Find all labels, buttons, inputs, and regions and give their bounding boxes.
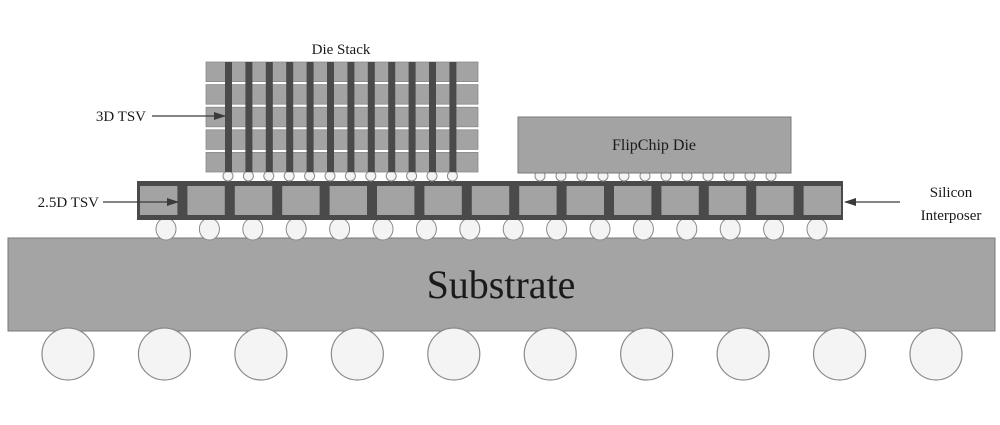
tsv-3d-column xyxy=(429,62,436,172)
interposer-silicon-block xyxy=(471,186,510,215)
tsv-3d-column xyxy=(449,62,457,172)
bga-ball xyxy=(523,327,577,381)
interposer-silicon-block xyxy=(519,186,557,215)
die-stack xyxy=(205,61,479,173)
die-stack-microbump xyxy=(426,170,438,182)
bga-ball xyxy=(427,327,481,381)
interposer-bump xyxy=(198,217,220,241)
bga-ball xyxy=(137,327,192,381)
interposer-silicon-block xyxy=(756,186,794,215)
flipchip-die-body xyxy=(517,116,792,174)
callout-25d-tsv: 2.5D TSV xyxy=(38,195,179,211)
interposer-bump xyxy=(502,217,524,241)
bga-ball-row xyxy=(41,327,963,381)
tsv-3d-column xyxy=(388,62,396,172)
interposer-silicon-block xyxy=(187,186,225,215)
interposer-bump-row xyxy=(155,217,828,241)
interposer-bump xyxy=(719,217,741,241)
interposer-bump xyxy=(242,217,264,241)
callout-3d-tsv: 3D TSV xyxy=(96,109,226,125)
interposer-silicon-block xyxy=(140,186,178,215)
bga-ball xyxy=(41,327,95,381)
die-stack-microbump xyxy=(283,170,295,182)
interposer-silicon-block xyxy=(424,186,462,215)
die-stack-microbump xyxy=(365,170,377,182)
callout-silicon-interposer: Silicon Interposer xyxy=(844,185,982,224)
flipchip-die: FlipChip Die xyxy=(517,116,792,174)
bga-ball xyxy=(716,327,770,381)
die-stack-microbump xyxy=(385,170,397,182)
interposer-bump xyxy=(155,217,177,241)
tsv-3d-label: 3D TSV xyxy=(96,109,146,125)
die-stack-microbump xyxy=(263,170,275,182)
interposer-bump xyxy=(372,217,394,241)
interposer-bump xyxy=(415,217,437,241)
tsv-3d-column xyxy=(265,62,273,172)
die-stack-microbump xyxy=(406,170,418,182)
interposer-bump xyxy=(546,217,568,241)
silicon-interposer xyxy=(137,181,843,220)
interposer-bump xyxy=(632,217,654,241)
bga-ball xyxy=(909,327,963,381)
bga-ball xyxy=(620,327,674,381)
interposer-silicon-block xyxy=(282,186,320,215)
interposer-bump xyxy=(676,217,698,241)
interposer-silicon-block xyxy=(234,186,273,215)
die-stack-microbump xyxy=(446,170,458,182)
interposer-bump xyxy=(763,217,785,241)
silicon-interposer-label-line1: Silicon xyxy=(930,185,973,201)
tsv-25d-label: 2.5D TSV xyxy=(38,195,100,211)
interposer-bump xyxy=(459,217,481,241)
tsv-3d-column xyxy=(408,62,416,172)
tsv-3d-column xyxy=(306,62,314,172)
interposer-silicon-block xyxy=(614,186,652,215)
interposer-bump xyxy=(589,217,611,241)
interposer-silicon-block xyxy=(329,186,367,215)
die-stack-microbump xyxy=(324,170,336,182)
interposer-silicon-block xyxy=(803,186,841,215)
die-stack-microbump xyxy=(242,170,254,182)
bga-ball xyxy=(234,327,288,381)
tsv-3d-column xyxy=(245,62,253,172)
interposer-silicon-block xyxy=(566,186,604,215)
die-stack-microbump xyxy=(304,170,316,182)
interposer-bump xyxy=(806,217,828,241)
substrate-label: Substrate xyxy=(427,262,576,307)
interposer-silicon-block xyxy=(377,186,415,215)
die-stack-label: Die Stack xyxy=(312,42,371,58)
tsv-3d-column xyxy=(225,62,232,172)
tsv-3d-column xyxy=(327,62,334,172)
silicon-interposer-label-line2: Interposer xyxy=(921,208,982,224)
die-stack-microbump xyxy=(344,170,356,182)
substrate-body xyxy=(7,237,996,332)
die-stack-microbump-row xyxy=(222,170,458,182)
die-stack-microbump xyxy=(222,170,234,182)
interposer-silicon-block xyxy=(661,186,699,215)
tsv-3d-column xyxy=(347,62,355,172)
substrate: Substrate xyxy=(7,237,996,332)
flipchip-die-label: FlipChip Die xyxy=(612,137,696,154)
interposer-silicon-block xyxy=(708,186,747,215)
interposer-bump xyxy=(329,217,351,241)
interposer-bump xyxy=(285,217,307,241)
tsv-3d-column xyxy=(286,62,294,172)
bga-ball xyxy=(330,327,384,381)
bga-ball xyxy=(812,327,867,381)
tsv-3d-column xyxy=(367,62,375,172)
